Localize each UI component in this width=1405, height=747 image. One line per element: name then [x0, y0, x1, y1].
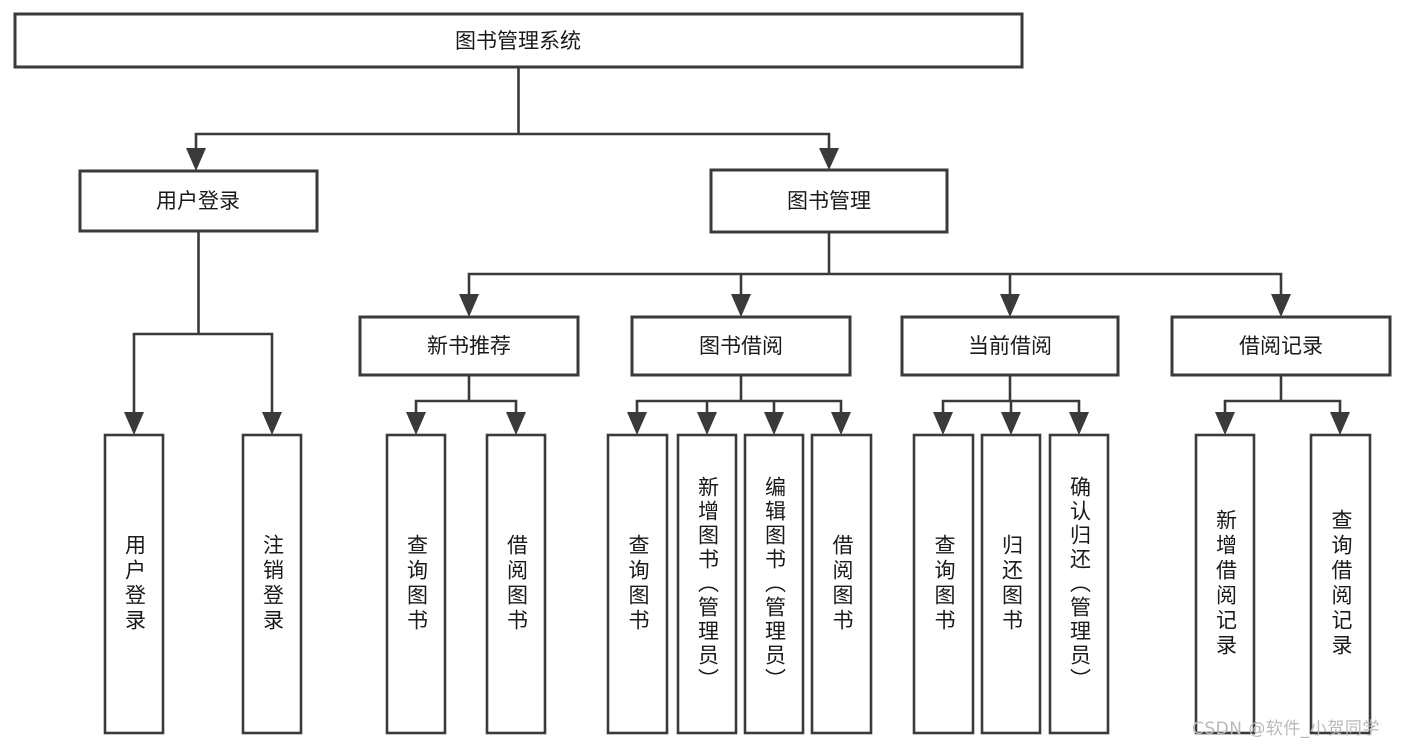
arrow-nbr-to-query-book [406, 412, 426, 435]
node-box-user-logout[interactable] [241, 433, 303, 735]
node-box-br-query-record[interactable] [1309, 433, 1372, 735]
arrow-br-to-query-record [1330, 412, 1350, 435]
node-box-layer [13, 12, 1392, 735]
label-book-borrow: 图书借阅 [699, 334, 783, 358]
arrow-user-login-to-user-logout [262, 412, 282, 435]
label-root: 图书管理系统 [455, 29, 581, 53]
arrow-root-to-book-admin [819, 148, 839, 170]
node-box-cb-confirm-return[interactable] [1048, 433, 1110, 735]
connector-layer [124, 65, 1350, 435]
node-box-nbr-borrow-book[interactable] [485, 433, 547, 735]
arrow-bb-to-add-book [697, 412, 717, 435]
connector-book-borrow-bus [635, 373, 843, 416]
node-box-borrow-record[interactable] [1170, 315, 1392, 377]
connector-root-bus [194, 65, 831, 152]
connector-current-borrow-bus [941, 373, 1081, 416]
node-box-bb-borrow-book[interactable] [810, 433, 873, 735]
arrow-book-admin-to-current-borrow [1000, 294, 1020, 317]
arrow-bb-to-borrow-book [831, 412, 851, 435]
connector-user-login-bus [132, 229, 274, 416]
node-box-cb-return-book[interactable] [980, 433, 1042, 735]
node-box-user-login[interactable] [78, 169, 319, 233]
label-book-admin: 图书管理 [787, 189, 871, 213]
node-box-book-borrow[interactable] [630, 315, 852, 377]
node-box-br-add-record[interactable] [1194, 433, 1256, 735]
arrow-bb-to-edit-book [764, 412, 784, 435]
arrow-bb-to-query-book [627, 412, 647, 435]
arrow-root-to-user-login [186, 148, 206, 171]
node-box-bb-add-book[interactable] [676, 433, 738, 735]
arrow-cb-to-return-book [1001, 412, 1021, 435]
node-box-bb-edit-book[interactable] [743, 433, 805, 735]
label-borrow-record: 借阅记录 [1239, 334, 1323, 358]
node-box-book-admin[interactable] [709, 168, 949, 234]
node-box-user-login-do[interactable] [103, 433, 165, 735]
arrow-book-admin-to-new-book-recommend [459, 294, 479, 317]
connector-book-admin-bus [467, 230, 1283, 298]
arrow-user-login-to-user-login-do [124, 412, 144, 435]
node-box-current-borrow[interactable] [900, 315, 1120, 377]
arrow-cb-to-confirm-return [1069, 412, 1089, 435]
arrow-nbr-to-borrow-book [506, 412, 526, 435]
label-current-borrow: 当前借阅 [968, 334, 1052, 358]
arrow-book-admin-to-borrow-record [1271, 294, 1291, 317]
node-box-root[interactable] [13, 12, 1024, 69]
arrow-book-admin-to-book-borrow [731, 294, 751, 317]
label-new-book-recommend: 新书推荐 [427, 334, 511, 358]
node-box-bb-query-book[interactable] [606, 433, 669, 735]
label-user-login: 用户登录 [156, 189, 240, 213]
csdn-watermark: CSDN @软件_小贺同学 [1192, 719, 1380, 739]
node-box-new-book-recommend[interactable] [358, 315, 580, 377]
arrow-cb-to-query-book [933, 412, 953, 435]
connector-borrow-record-bus [1223, 373, 1342, 416]
connector-new-book-recommend-bus [414, 373, 518, 416]
node-box-nbr-query-book[interactable] [385, 433, 447, 735]
node-box-cb-query-book[interactable] [912, 433, 975, 735]
horizontal-label-layer: 图书管理系统 用户登录 图书管理 新书推荐 图书借阅 当前借阅 借阅记录 [156, 29, 1323, 358]
arrow-br-to-add-record [1215, 412, 1235, 435]
